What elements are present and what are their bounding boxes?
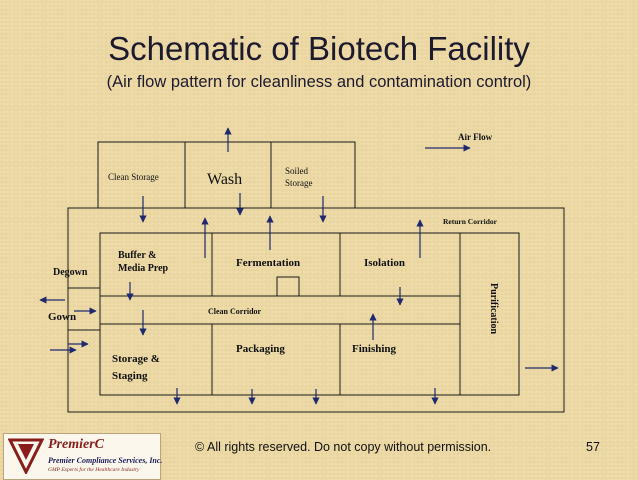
room-finishing: Finishing [352,343,397,355]
slide-title: Schematic of Biotech Facility [108,30,530,67]
room-buffer-line2: Media Prep [118,263,169,274]
room-storage-line2: Staging [112,370,148,382]
copyright-notice: © All rights reserved. Do not copy witho… [195,440,492,454]
company-logo: PremierC Premier Compliance Services, In… [3,433,163,480]
slide-subtitle: (Air flow pattern for cleanliness and co… [106,73,532,91]
logo-name: PremierC [48,437,104,452]
air-flow-arrows [39,127,559,405]
room-isolation: Isolation [364,257,405,269]
room-wash: Wash [207,171,242,188]
room-soiled-storage-line1: Soiled [285,166,309,176]
logo-tagline: GMP Experts for the Healthcare Industry [48,467,140,473]
logo-triangle-icon [8,438,44,474]
room-packaging: Packaging [236,343,285,355]
room-fermentation: Fermentation [236,257,300,269]
room-gown: Gown [48,311,76,323]
clean-corridor-label: Clean Corridor [208,307,262,316]
room-storage-line1: Storage & [112,353,160,365]
room-buffer-line1: Buffer & [118,250,156,261]
room-degown: Degown [53,267,88,278]
room-purification: Purification [488,283,499,335]
room-soiled-storage-line2: Storage [285,178,313,188]
return-corridor-label: Return Corridor [443,217,498,226]
legend-air-flow-label: Air Flow [458,132,493,142]
logo-company-line: Premier Compliance Services, Inc. [48,456,163,465]
room-clean-storage: Clean Storage [108,172,159,182]
page-number: 57 [586,440,600,454]
